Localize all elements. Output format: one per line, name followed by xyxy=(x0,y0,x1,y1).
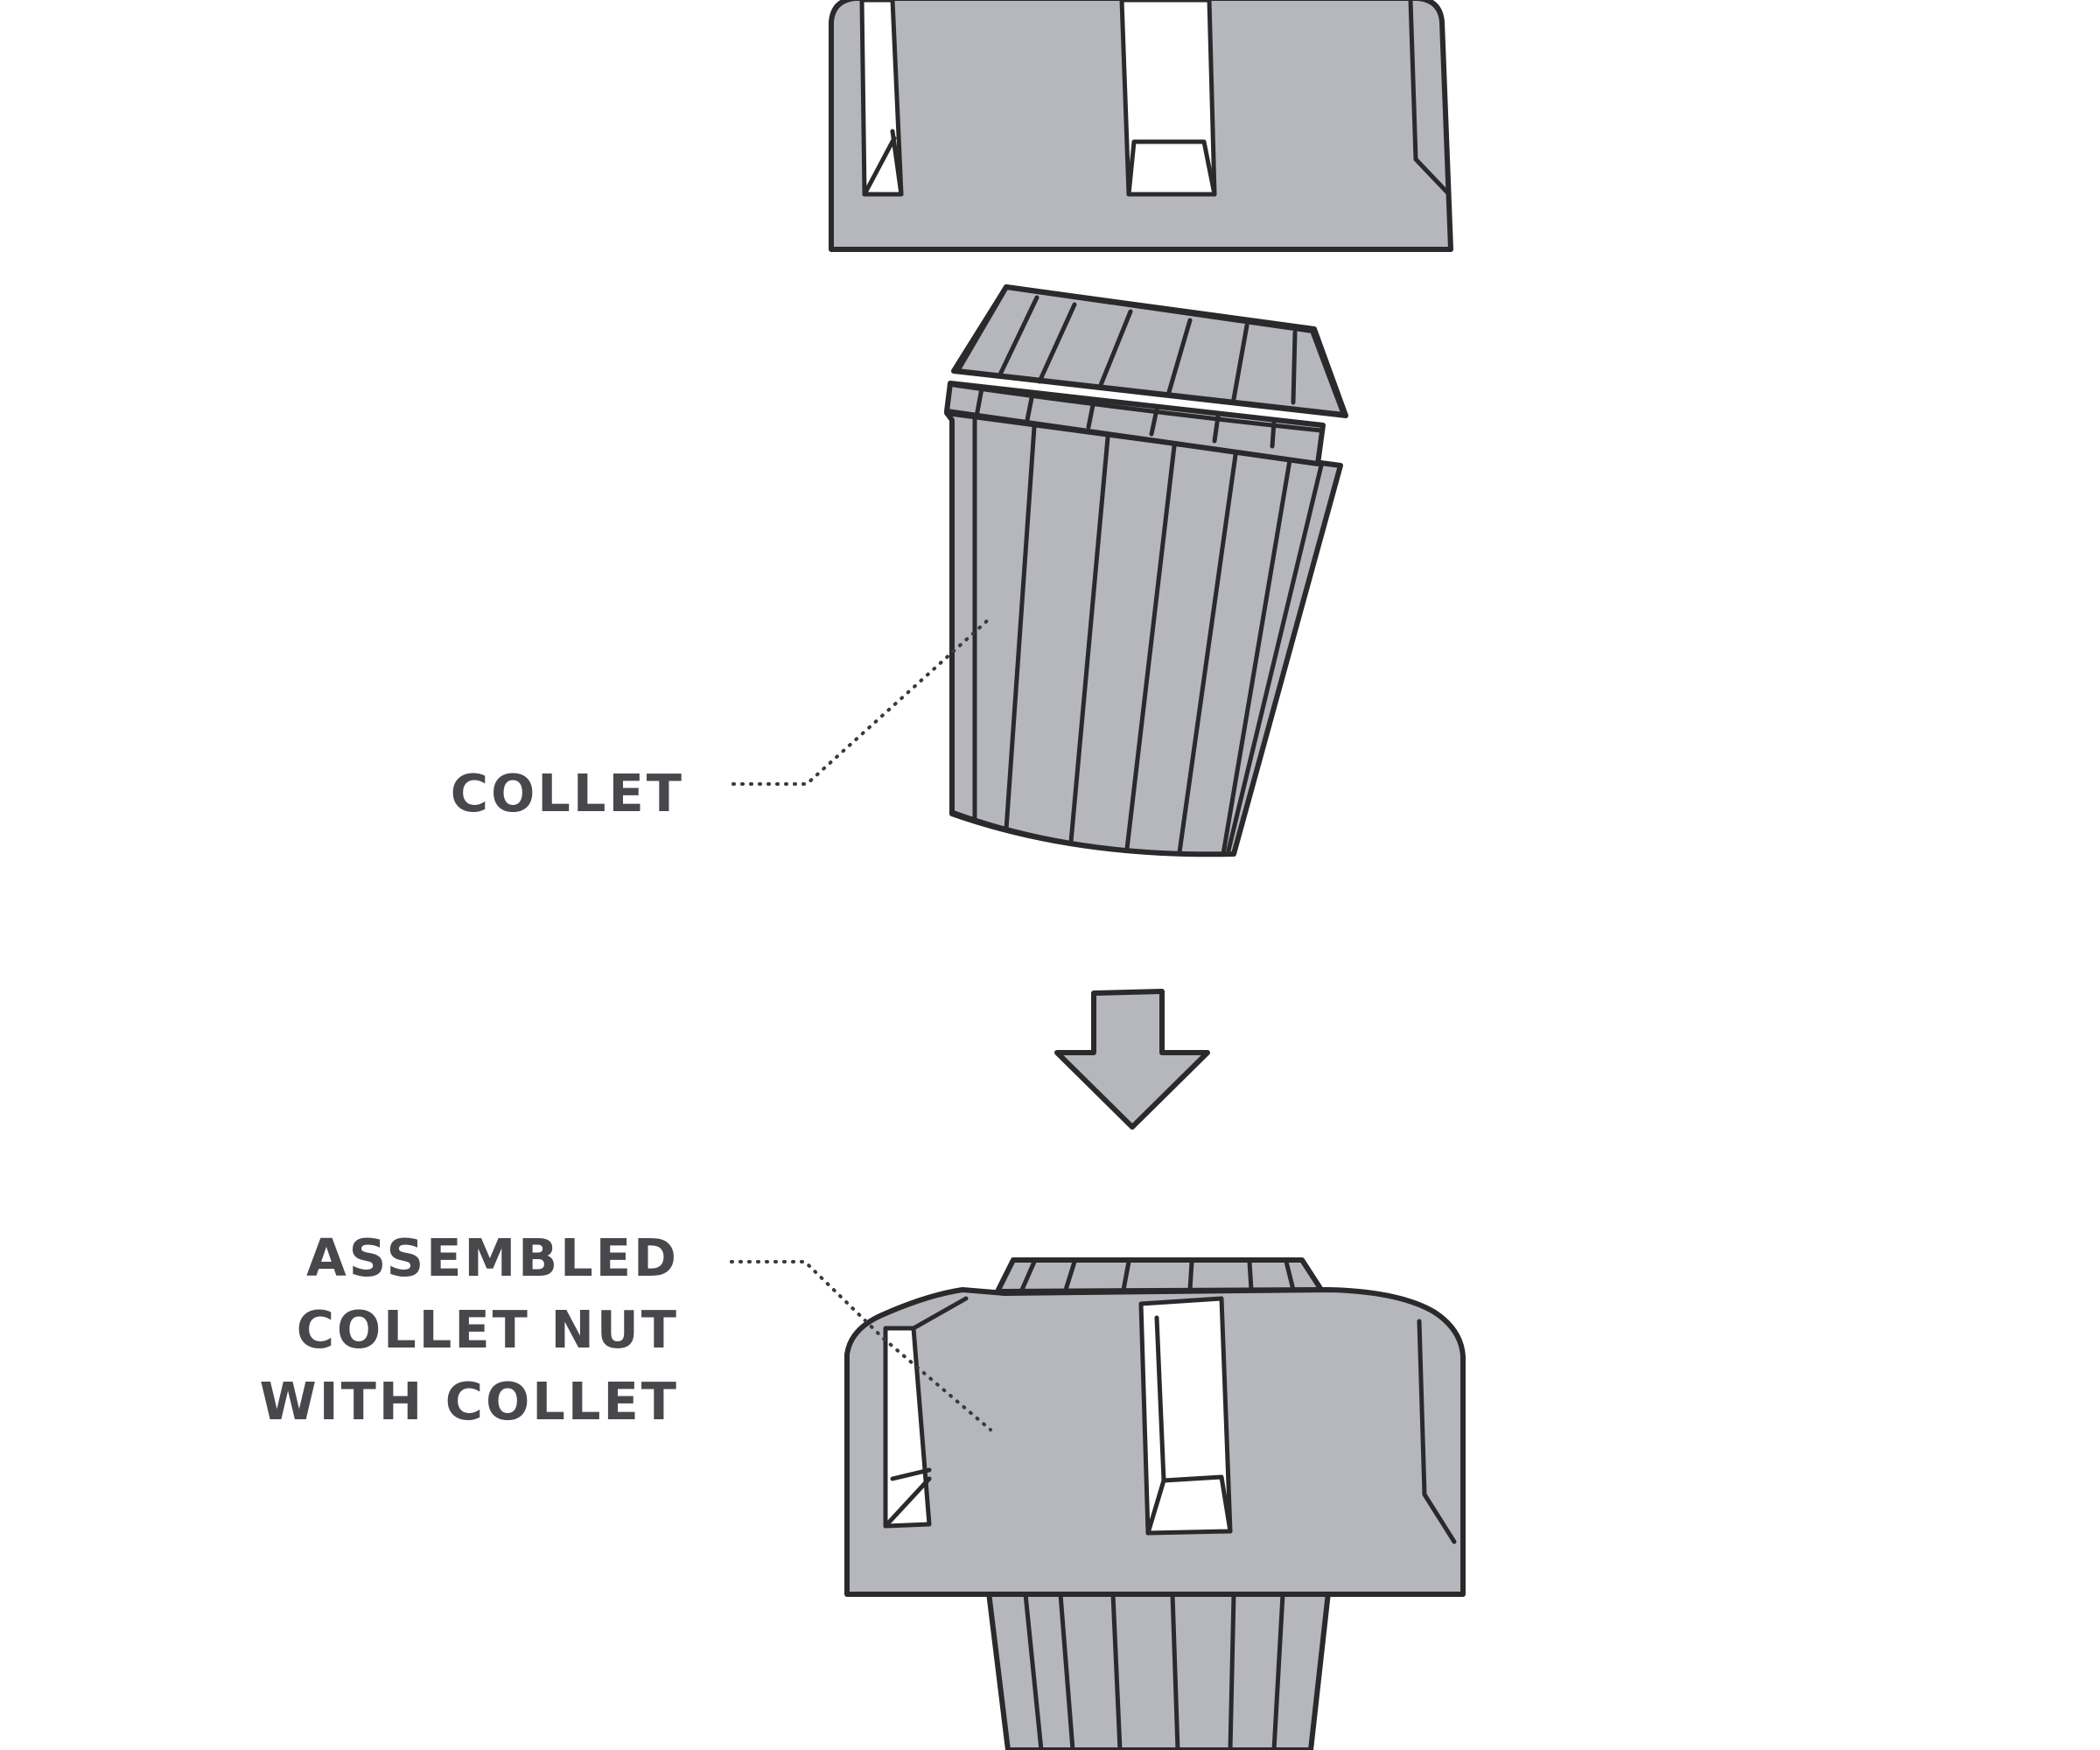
assembled-label-line-3: WITH COLLET xyxy=(259,1371,679,1432)
assembled-collet-nut xyxy=(844,1257,1466,1750)
down-arrow-icon xyxy=(1054,989,1210,1130)
assembled-label-line-2: COLLET NUT xyxy=(296,1299,679,1360)
collet-nut-top xyxy=(829,0,1453,252)
assembled-collet-nut-label: ASSEMBLED COLLET NUT WITH COLLET xyxy=(260,1222,679,1438)
collet-leader-line xyxy=(732,616,992,786)
collet-label: COLLET xyxy=(450,763,684,823)
assembled-leader-line xyxy=(730,1260,992,1432)
collet-loose xyxy=(944,284,1348,858)
assembled-label-line-1: ASSEMBLED xyxy=(306,1228,679,1288)
